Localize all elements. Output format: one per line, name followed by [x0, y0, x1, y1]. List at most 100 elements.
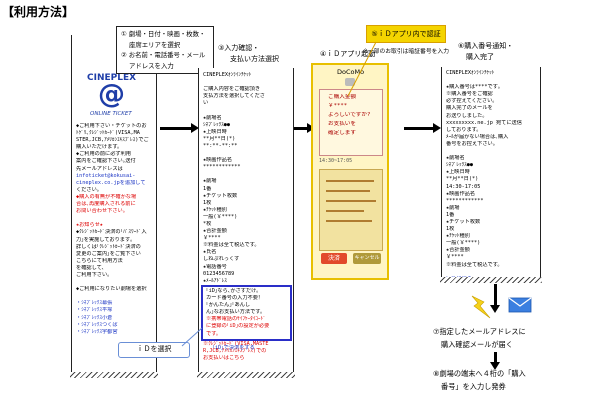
screen-text-line: しねぷれっくす: [203, 256, 240, 263]
screen-text-line: [446, 269, 537, 276]
screen-text-line: ★電話番号: [203, 263, 227, 270]
screen-text-line: ◆ご利用になりたい劇場を選択: [76, 286, 147, 293]
logo-subtitle: ONLINE TICKET: [90, 111, 132, 117]
step3-label: ③入力確認・ 支払い方法選択: [218, 43, 279, 65]
screen-text-line: CINEPLEXｵﾝﾗｲﾝﾁｹｯﾄ: [446, 70, 495, 76]
dialog-line: ご購入金額: [328, 94, 356, 100]
screen-text-line: [76, 293, 153, 300]
screen-text-line: 1番: [203, 185, 212, 192]
screen-text-line: ※購入番号をご確認: [446, 91, 493, 98]
screen-text-line: ﾒｰﾙが届かない場合は､購入: [446, 133, 509, 140]
id-app-screen: DoCoMo ご購入金額￥****よろしいですか?お支払いを確定します 14:3…: [311, 63, 389, 280]
screen-text-line: R,JCB,ｱﾒﾘｶﾝｴｷｽﾌﾟﾚｽ)での: [203, 348, 267, 355]
screen-text-line: を確認して、: [76, 264, 107, 271]
confirm-label: 決済: [327, 255, 340, 262]
screen-text-line: 一般(￥****): [446, 240, 481, 247]
cancel-label: キャンセル: [354, 255, 380, 261]
screen-text-line[interactable]: ｢iD｣で決済をする: [206, 344, 255, 351]
callout-line: 座席エリアを選択: [129, 40, 181, 49]
lightning-icon: [471, 295, 491, 319]
screen-text-line: 0123456789: [203, 270, 235, 277]
screen-text-line: に登録の｢iD｣の設定が必要: [206, 323, 270, 330]
screen-text-line[interactable]: ・ｼﾈﾌﾟﾚｯｸｽ小倉: [76, 314, 113, 321]
step8-text: ⑧劇場の端末へ４桁の「購入 番号」を入力し発券: [433, 367, 526, 393]
screen-text-line: 14:30-17:05: [446, 183, 481, 190]
flow-arrow-down: [490, 284, 500, 313]
screen-text-line: ﾄｹﾞﾘ､ｸﾚｼﾞｯﾄｶｰﾄﾞ(VISA,MA: [76, 130, 140, 137]
step6-text-list: CINEPLEXｵﾝﾗｲﾝﾁｹｯﾄ★購入番号は****です｡※購入番号をご確認必…: [446, 70, 537, 280]
label-line: ③入力確認・: [218, 44, 260, 52]
tear-edge: [70, 372, 158, 378]
screen-text-line[interactable]: ・ｼﾈﾌﾟﾚｯｸｽつくば: [76, 321, 118, 328]
screen-text-line[interactable]: ・ｼﾈﾌﾟﾚｯｸｽ宇都宮: [76, 328, 118, 335]
screen-text-line: 必ず控えてください。: [446, 98, 498, 105]
screen-text-line: [203, 79, 290, 86]
screen-text-line: ★上映日時: [446, 169, 470, 176]
screen-text-line: ん｣なお支払い方法です。: [206, 309, 266, 316]
step7-line: 購入確認メールが届く: [441, 340, 513, 349]
screen-text-line: ◆ご利用の前に必ず利用: [76, 151, 131, 158]
flow-arrow: [160, 123, 199, 133]
step8-line: 番号」を入力し発券: [441, 382, 506, 391]
app-logo-icon: [345, 78, 355, 86]
screen-text-line: 力｣を実施しております｡: [76, 236, 133, 243]
badge-pointer: [347, 41, 377, 97]
screen-text-line[interactable]: ・ｼﾈﾌﾟﾚｯｸｽ平塚: [76, 307, 113, 314]
screen-text-line: ★ﾁｹｯﾄ種別: [203, 206, 227, 213]
app-receipt-panel: [319, 169, 383, 251]
screen-text-line: お支払いはこちら: [203, 355, 245, 362]
callout-line: ① 劇場・日付・映画・枚数・: [121, 30, 206, 38]
id-payment-box[interactable]: ｢iD｣なら､かざすだけ。カード番号の入力不要！｢かんたん｣｢あんしん｣なお支払…: [201, 285, 292, 351]
callout-line: ② お名前・電話番号・メール: [121, 51, 206, 59]
screen-text-line: ★上映日時: [203, 128, 227, 135]
screen-text-line: ｢iD｣なら､かざすだけ。: [206, 288, 262, 294]
screen-text-line: STER,JCB,ｱﾒﾘｶﾝｴｷｽﾌﾟﾚｽ)でご: [76, 137, 149, 144]
id-select-label: ｉＤを選択: [136, 345, 172, 353]
screen-text-line: ************: [446, 197, 484, 204]
screen-text-line[interactable]: ・ｼﾈﾌﾟﾚｯｸｽ幕張: [76, 300, 113, 307]
screen-text-line: **:**-**:**: [203, 142, 238, 149]
screen-text-line: 1枚: [203, 199, 212, 206]
screen-text-line: ￥****: [203, 235, 221, 242]
screen-text-line: ※ｸﾚｼﾞｯﾄｶｰﾄﾞ(VISA,MASTE: [203, 341, 269, 347]
mail-icon: [508, 297, 532, 313]
receipt-line: [326, 210, 364, 212]
screen-text-line: 合は､再度購入される前に: [76, 201, 136, 208]
screen-text-line[interactable]: cineplex.co.jpを追加して: [76, 179, 146, 186]
step1-phone-screen: CINEPLEX @ ONLINE TICKET ◆ご利用下さい・チケットのおﾄ…: [71, 35, 157, 375]
id-select-callout: ｉＤを選択: [118, 342, 190, 358]
screen-text-line: ★劇場: [203, 178, 217, 185]
screen-text-line[interactable]: infoticket@kokusai-: [76, 172, 136, 179]
screen-text-line: ｢かんたん｣｢あんし: [206, 302, 251, 309]
id-payment-text: ｢iD｣なら､かざすだけ。カード番号の入力不要！｢かんたん｣｢あんしん｣なお支払…: [206, 288, 287, 352]
screen-text-line: ★ﾁｹｯﾄ種別: [446, 233, 470, 240]
screen-text-line: [203, 150, 290, 157]
flow-arrow: [294, 123, 315, 133]
screen-text-line: *枚: [203, 220, 212, 227]
screen-text-line: 購入いただけます。: [76, 144, 123, 151]
app-title: DoCoMo: [337, 68, 365, 76]
screen-text-line: [76, 215, 153, 222]
tear-edge: [197, 372, 295, 378]
label-line: ⑥購入番号通知・: [458, 42, 514, 50]
screen-text-line: 詳しくは｢ｸﾚｼﾞｯﾄｶｰﾄﾞ決済の: [76, 243, 141, 250]
screen-text-line: 支払方法を選択してくださ: [203, 93, 265, 100]
screen-text-line: ★ﾒｰﾙｱﾄﾞﾚｽ: [203, 277, 227, 284]
screen-text-line: **月**日(*): [446, 176, 479, 183]
screen-text-line: ご利用下さい。: [76, 271, 113, 278]
screen-text-line: ★劇場名: [446, 155, 465, 162]
screen-text-line: ください。: [76, 186, 102, 193]
app-time: 14:30~17:05: [319, 158, 353, 164]
callout-pointer: [181, 327, 203, 347]
screen-text-line: xxxxxxxxx.ne.jp 宛てに送信: [446, 119, 522, 126]
label-line: 購入完了: [466, 53, 494, 61]
label-line: 支払い方法選択: [230, 55, 279, 63]
receipt-line: [326, 190, 370, 192]
dialog-line: 確定します: [328, 130, 356, 136]
cancel-button[interactable]: キャンセル: [353, 253, 381, 264]
flow-arrow-down: [490, 352, 500, 370]
page-title: 【利用方法】: [2, 5, 75, 19]
confirm-button[interactable]: 決済: [321, 253, 347, 264]
receipt-line: [326, 200, 376, 202]
screen-text-line: カード番号の入力不要！: [206, 295, 264, 302]
